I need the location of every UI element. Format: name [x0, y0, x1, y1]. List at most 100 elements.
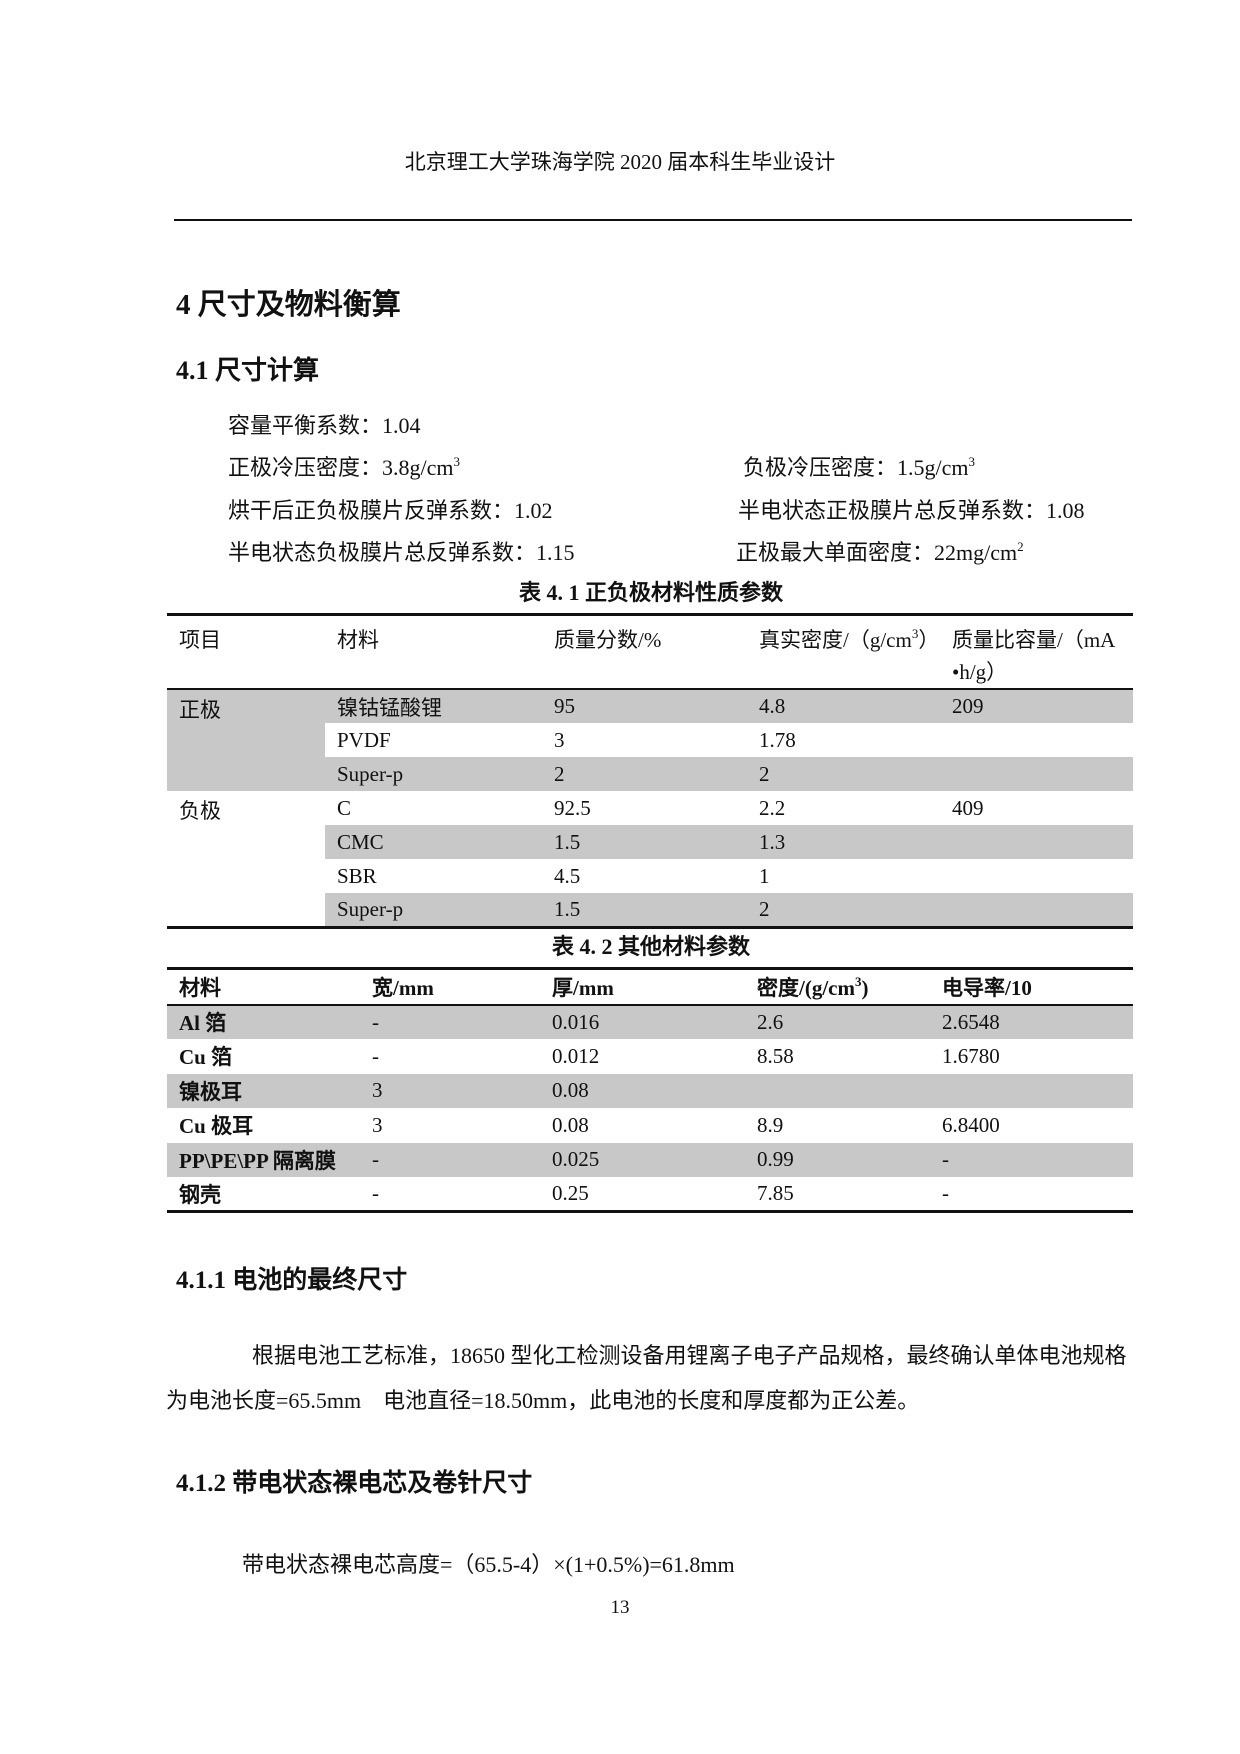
- cell-conductivity: 6.8400: [942, 1112, 1000, 1137]
- cell-material: PP\PE\PP 隔离膜: [179, 1148, 336, 1173]
- superscript: 3: [968, 454, 976, 469]
- header-mass-fraction: 质量分数/%: [554, 628, 662, 652]
- chapter-heading: 4 尺寸及物料衡算: [176, 289, 401, 321]
- header-thickness: 厚/mm: [552, 975, 614, 1000]
- cell-capacity: [940, 825, 1133, 859]
- other-materials-table: 材料 宽/mm 厚/mm 密度/(g/cm3) 电导率/10 Al 箔 - 0.…: [167, 967, 1133, 1213]
- cell-capacity: 209: [940, 689, 1133, 723]
- section-heading: 4.1 尺寸计算: [176, 356, 320, 385]
- header-text: 真实密度/（g/cm: [759, 628, 912, 652]
- superscript: 2: [1017, 539, 1024, 554]
- cell-capacity: [940, 893, 1133, 927]
- cell-capacity: [940, 723, 1133, 757]
- table-row: Al 箔 - 0.016 2.6 2.6548: [167, 1004, 1133, 1039]
- param-cathode-cold-press-density: 正极冷压密度：3.8g/cm3: [228, 450, 460, 482]
- cell-conductivity: 2.6548: [942, 1009, 1000, 1034]
- table-row: 钢壳 - 0.25 7.85 -: [167, 1177, 1133, 1212]
- param-dried-rebound: 烘干后正负极膜片反弹系数：1.02: [228, 498, 553, 523]
- header-rule: [174, 219, 1132, 221]
- cell-conductivity: -: [942, 1147, 949, 1172]
- cell-thickness: 0.08: [552, 1112, 589, 1137]
- param-anode-cold-press-density: 负极冷压密度：1.5g/cm3: [743, 450, 975, 482]
- formula-bare-cell-height: 带电状态裸电芯高度=（65.5-4）×(1+0.5%)=61.8mm: [242, 1552, 735, 1577]
- cell-conductivity: 1.6780: [942, 1043, 1000, 1068]
- param-text: 正极冷压密度：3.8g/cm: [228, 455, 454, 480]
- table1-caption: 表 4. 1 正负极材料性质参数: [518, 580, 783, 605]
- electrode-materials-table: 项目 材料 质量分数/% 真实密度/（g/cm3） 质量比容量/（mA•h/g）…: [167, 613, 1133, 929]
- cell-thickness: 0.08: [552, 1078, 589, 1103]
- cell-width: -: [372, 1043, 379, 1068]
- cell-thickness: 0.025: [552, 1147, 600, 1172]
- cell-width: -: [372, 1147, 379, 1172]
- group-anode: 负极: [179, 799, 221, 823]
- cell-material: Cu 箔: [179, 1045, 233, 1070]
- cell-density: 2.6: [757, 1009, 784, 1034]
- cell-mass-fraction: 2: [542, 757, 747, 791]
- cell-capacity: 409: [952, 795, 984, 820]
- table-row: CMC 1.5 1.3: [167, 825, 1133, 859]
- superscript: 3: [911, 626, 919, 641]
- cell-density: 0.99: [757, 1147, 794, 1172]
- header-text: ): [861, 975, 869, 1000]
- page-number: 13: [610, 1597, 630, 1618]
- header-width: 宽/mm: [372, 975, 434, 1000]
- table-row: Super-p 1.5 2: [167, 893, 1133, 927]
- table-row: 负极 C 92.5 2.2 409: [167, 791, 1133, 825]
- header-material: 材料: [179, 975, 221, 1000]
- table-row: PP\PE\PP 隔离膜 - 0.025 0.99 -: [167, 1142, 1133, 1177]
- header-true-density: 真实密度/（g/cm3）: [747, 615, 940, 690]
- header-density: 密度/(g/cm3): [745, 969, 930, 1005]
- cell-width: -: [372, 1009, 379, 1034]
- cell-mass-fraction: 3: [554, 727, 565, 752]
- cell-width: 3: [372, 1078, 383, 1103]
- cell-material: Super-p: [325, 893, 542, 927]
- subsection-411-paragraph: 根据电池工艺标准，18650 型化工检测设备用锂离子电子产品规格，最终确认单体电…: [166, 1343, 1127, 1413]
- superscript: 3: [854, 973, 862, 989]
- cell-material: 镍钴锰酸锂: [325, 689, 542, 723]
- cell-material: CMC: [325, 825, 542, 859]
- header-text: 密度/(g/cm: [757, 975, 855, 1000]
- cell-mass-fraction: 92.5: [554, 795, 591, 820]
- cell-density: 7.85: [757, 1181, 794, 1205]
- cell-density: 8.58: [757, 1043, 794, 1068]
- header-item: 项目: [179, 628, 221, 652]
- cell-density: 2: [747, 757, 940, 791]
- cell-mass-fraction: 4.5: [554, 863, 581, 888]
- table-row: PVDF 3 1.78: [167, 723, 1133, 757]
- param-text: 正极最大单面密度：22mg/cm: [736, 540, 1018, 565]
- cell-capacity: [940, 859, 1133, 893]
- param-half-charged-cathode-rebound: 半电状态正极膜片总反弹系数：1.08: [738, 498, 1085, 523]
- cell-density: 8.9: [757, 1112, 784, 1137]
- cell-capacity: [940, 757, 1133, 791]
- cell-density: 1.3: [747, 825, 940, 859]
- cell-material: 钢壳: [179, 1182, 221, 1207]
- table-row: Super-p 2 2: [167, 757, 1133, 791]
- cell-material: Al 箔: [179, 1011, 227, 1036]
- cell-conductivity: -: [942, 1181, 949, 1205]
- cell-conductivity: [930, 1074, 1133, 1109]
- cell-density: 2.2: [759, 795, 786, 820]
- cell-material: SBR: [337, 863, 377, 888]
- header-specific-capacity: 质量比容量/（mA•h/g）: [940, 615, 1133, 690]
- subsection-412-heading: 4.1.2 带电状态裸电芯及卷针尺寸: [176, 1470, 533, 1497]
- cell-mass-fraction: 1.5: [542, 893, 747, 927]
- group-cathode: 正极: [167, 689, 325, 791]
- header-text: •h/g）: [952, 660, 1008, 684]
- cell-density: 4.8: [747, 689, 940, 723]
- cell-density: [745, 1074, 930, 1109]
- cell-material: 镍极耳: [179, 1079, 242, 1104]
- header-conductivity: 电导率/10: [942, 975, 1032, 1000]
- cell-density: 1.78: [759, 727, 796, 752]
- header-text: ）: [918, 628, 940, 652]
- table-row: 镍极耳 3 0.08: [167, 1073, 1133, 1109]
- running-header: 北京理工大学珠海学院 2020 届本科生毕业设计: [404, 150, 836, 174]
- cell-density: 2: [747, 893, 940, 927]
- param-text: 负极冷压密度：1.5g/cm: [743, 455, 969, 480]
- param-half-charged-anode-rebound: 半电状态负极膜片总反弹系数：1.15: [228, 540, 575, 565]
- param-capacity-balance: 容量平衡系数：1.04: [228, 413, 421, 438]
- cell-mass-fraction: 1.5: [542, 825, 747, 859]
- table-row: Cu 箔 - 0.012 8.58 1.6780: [167, 1039, 1133, 1074]
- cell-mass-fraction: 95: [542, 689, 747, 723]
- cell-thickness: 0.016: [552, 1009, 600, 1034]
- cell-width: 3: [372, 1112, 383, 1137]
